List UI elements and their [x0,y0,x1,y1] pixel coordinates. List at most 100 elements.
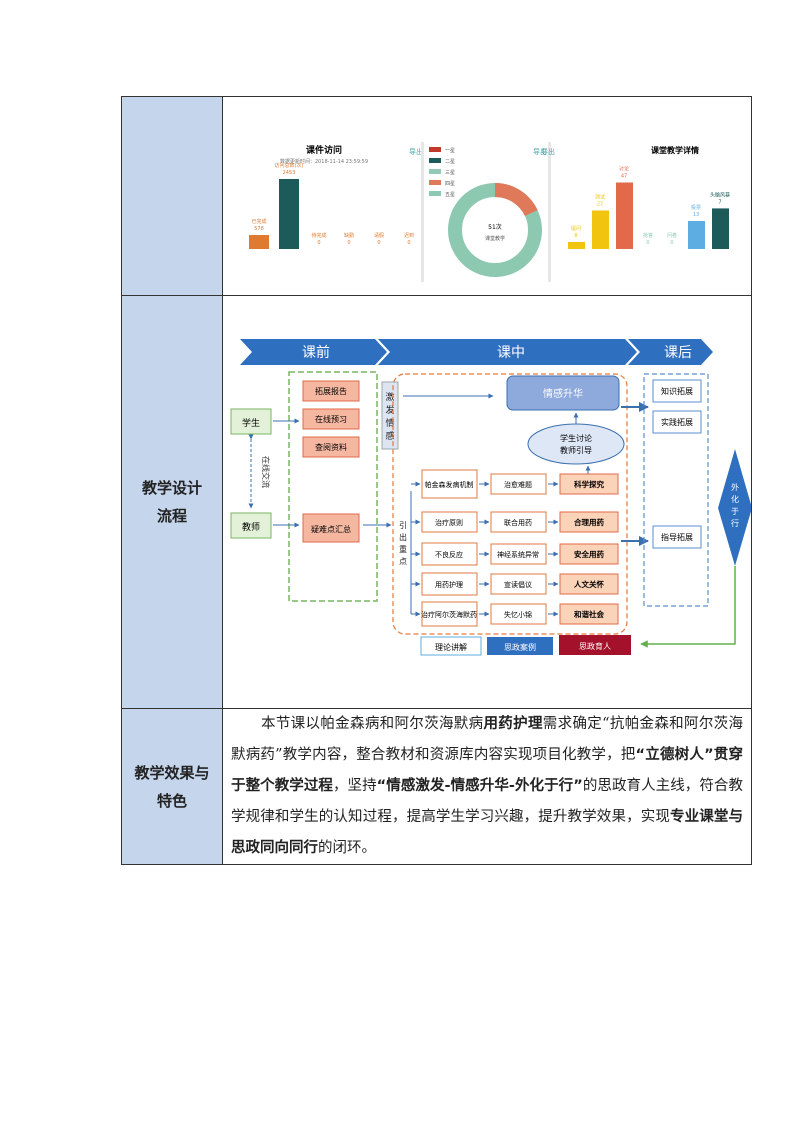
phase-post-arrow [628,339,713,365]
char: 出 [399,532,407,542]
phase-label: 课后 [664,345,692,361]
value-box [559,543,619,565]
legend-label: 三星 [445,170,455,176]
row-label-empty [121,96,223,296]
export-link[interactable]: 导出 [533,147,547,156]
legend-label: 一星 [445,148,455,154]
bar-value: 0 [407,240,410,246]
post-box [652,379,702,403]
detail-box [490,511,547,533]
legend-swatch [429,147,441,152]
bottom-tags: 理论讲解思政案例思政育人 [420,635,631,656]
tag-label: 思政案例 [504,642,536,652]
discuss-ellipse [527,423,625,465]
char: 发 [385,404,394,416]
topic-box [421,511,478,533]
panel-divider [421,142,424,282]
export-link[interactable]: 导出 [541,147,555,156]
legend-swatch [429,158,441,163]
char: 外 [731,482,739,492]
summary-paragraph: 本节课以帕金森病和阿尔茨海默病用药护理需求确定“抗帕金森和阿尔茨海默病药”教学内… [223,709,751,864]
bar-value: 2453 [283,170,296,176]
discuss-line: 教师引导 [560,445,592,455]
summary-emphasis: 专业课堂与思政同向同行 [231,809,743,856]
bar-value: 8 [574,233,577,239]
topic-box [421,572,478,596]
bar [249,235,269,249]
label-line: 特色 [156,791,187,810]
outcome-diamond [718,449,751,566]
post-box [652,410,702,434]
bar-name: 请假 [374,232,384,239]
bar-name: 已完成 [251,218,266,225]
feedback-arrow [640,566,736,648]
task-box [302,380,360,402]
course-visit-panel: 课件访问 数据更新时间：2018-11-14 23:59:59 导出 已完成57… [249,144,423,249]
detail-box [490,543,547,565]
detail-label: 治愈难题 [504,480,532,489]
char: 行 [731,518,739,528]
post-label: 指导拓展 [661,532,693,542]
donut-center-value: 51次 [488,223,502,231]
stats-panels: 课件访问 数据更新时间：2018-11-14 23:59:59 导出 已完成57… [249,142,730,282]
bar-name: 讨论 [619,166,629,173]
tag-box [420,636,482,656]
row-label-effect: 教学效果与特色 [121,708,223,865]
summary-label: 疑难点汇总 [311,524,351,534]
legend-swatch [429,191,441,196]
bar-name: 访问总数(次) [275,162,304,169]
bar-name: 待完成 [311,232,326,239]
summary-text: 本节课以帕金森病和阿尔茨海默病 [261,716,484,732]
bar [592,210,609,249]
bar-value: 0 [347,240,350,246]
pre-class-group [288,371,378,602]
detail-box [490,573,547,595]
in-class-rows: 帕金森发病机制治愈难题科学探究治疗原则联合用药合理用药不良反应神经系统异常安全用… [411,469,619,627]
detail-label: 联合用药 [504,518,532,527]
panel-subtitle: 数据更新时间：2018-11-14 23:59:59 [280,158,368,165]
label-line: 教学设计 [141,479,202,497]
topic-label: 帕金森发病机制 [425,480,474,489]
bar-value: 0 [317,240,320,246]
summary-emphasis: “立德树人”贯穿于整个教学过程 [231,747,743,794]
student-box [230,408,272,435]
char: 感 [385,430,394,442]
panel-title: 课件访问 [306,144,342,156]
value-box [559,603,619,625]
phase-label: 课前 [302,344,330,361]
summary-text: ，坚持 [332,778,377,794]
topic-label: 不良反应 [435,550,463,559]
task-label: 在线预习 [315,414,347,424]
phase-label: 课中 [497,345,525,361]
flow-cell: 课前 课中 课后 学生 教师 在线交流 拓展报告在线预习查阅资料 疑难点汇总 激… [222,295,752,709]
value-label: 安全用药 [574,549,604,559]
teacher-label: 教师 [242,521,260,533]
donut-segment [448,183,542,277]
bar-name: 提问 [571,225,581,232]
value-label: 科学探究 [574,479,604,489]
bar-value: 27 [597,202,603,208]
value-box [559,511,619,533]
phase-in-arrow [378,339,637,365]
export-link[interactable]: 导出 [409,147,423,156]
detail-label: 宣读倡议 [504,580,532,589]
summary-box [302,513,360,543]
topic-box [421,601,478,627]
topic-box [421,469,478,499]
tag-label: 理论讲解 [435,642,467,652]
char: 激 [385,391,394,403]
phase-pre-arrow [240,339,387,365]
char: 化 [731,494,739,504]
char: 情 [385,417,394,429]
task-label: 拓展报告 [315,386,347,396]
detail-box [490,473,547,495]
char: 引 [399,521,407,530]
label-line: 流程 [156,507,187,525]
